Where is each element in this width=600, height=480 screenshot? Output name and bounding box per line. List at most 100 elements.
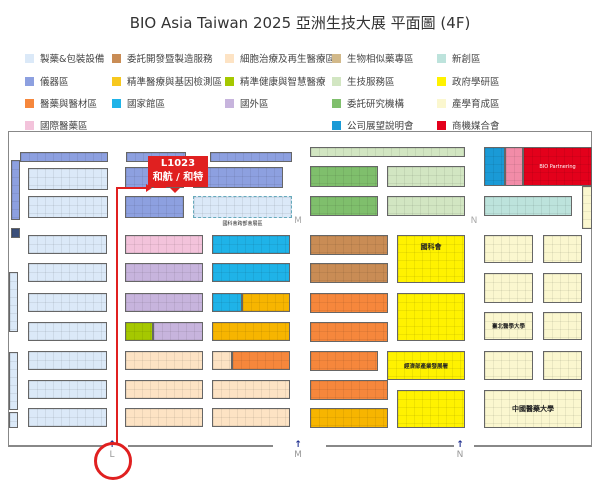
legend-label: 國外區 — [240, 99, 269, 110]
legend-label: 公司展望說明會 — [347, 121, 414, 132]
legend-label: 政府學研區 — [452, 77, 500, 88]
booth[interactable] — [484, 235, 533, 263]
legend-swatch — [112, 53, 121, 63]
booth[interactable] — [543, 235, 582, 263]
booth[interactable] — [210, 152, 292, 162]
booth[interactable] — [11, 160, 20, 220]
legend-swatch — [25, 76, 34, 86]
booth[interactable] — [387, 196, 465, 216]
booth[interactable] — [125, 351, 203, 370]
booth[interactable] — [28, 322, 107, 341]
booth[interactable] — [125, 235, 203, 254]
legend-label: 生技服務區 — [347, 77, 395, 88]
booth[interactable] — [310, 293, 388, 313]
booth[interactable] — [153, 322, 203, 341]
booth[interactable] — [9, 352, 18, 410]
booth[interactable] — [9, 412, 18, 428]
aisle-label-n: N — [470, 216, 478, 226]
booth[interactable] — [212, 322, 290, 341]
legend-swatch — [437, 53, 446, 63]
legend-label: 國家館區 — [127, 99, 166, 110]
booth[interactable] — [397, 293, 465, 341]
booth[interactable] — [212, 408, 290, 427]
route-line — [116, 187, 148, 189]
legend-swatch — [25, 98, 34, 108]
booth[interactable] — [543, 351, 582, 380]
booth[interactable] — [28, 351, 107, 370]
booth[interactable] — [125, 380, 203, 399]
booth[interactable] — [193, 167, 283, 188]
booth[interactable] — [484, 147, 505, 186]
booth[interactable] — [484, 273, 533, 303]
booth[interactable] — [232, 351, 290, 370]
booth[interactable] — [212, 380, 290, 399]
booth[interactable] — [125, 408, 203, 427]
booth[interactable] — [387, 166, 465, 187]
booth-partnering[interactable]: BIO Partnering — [523, 147, 592, 186]
legend-swatch — [25, 120, 34, 130]
booth[interactable] — [28, 293, 107, 312]
booth[interactable] — [125, 322, 153, 341]
booth[interactable] — [484, 351, 533, 380]
booth[interactable] — [310, 147, 465, 157]
booth[interactable] — [242, 293, 290, 312]
booth[interactable] — [212, 293, 242, 312]
entrance-highlight-circle — [94, 442, 132, 480]
legend-label: 新創區 — [452, 54, 481, 65]
booth[interactable] — [28, 168, 108, 190]
legend-label: 精準醫療與基因檢測區 — [127, 77, 223, 88]
booth[interactable] — [310, 263, 388, 283]
booth[interactable] — [125, 293, 203, 312]
booth[interactable] — [484, 196, 572, 216]
legend-item: 生物相似藥專區 — [332, 51, 414, 65]
booth[interactable] — [543, 312, 582, 340]
legend-item: 細胞治療及再生醫療區 — [225, 51, 335, 65]
legend-item: 國家館區 — [112, 96, 165, 110]
wall — [474, 445, 592, 447]
entrance-marker-m: ↑M — [294, 440, 302, 460]
legend-item: 製藥&包裝設備 — [25, 51, 104, 65]
booth[interactable] — [28, 408, 107, 427]
legend-item: 新創區 — [437, 51, 481, 65]
booth[interactable] — [310, 380, 388, 400]
booth-nstc[interactable]: 國科會 — [397, 235, 465, 283]
booth[interactable] — [125, 196, 184, 218]
booth[interactable] — [20, 152, 108, 162]
marker-label: N — [456, 450, 464, 460]
legend-label: 製藥&包裝設備 — [40, 54, 105, 65]
booth[interactable] — [582, 186, 592, 229]
booth[interactable] — [310, 408, 388, 428]
booth-cmu[interactable]: 中國醫藥大學 — [484, 390, 582, 428]
booth[interactable] — [505, 147, 523, 186]
booth[interactable] — [11, 228, 20, 238]
booth[interactable] — [28, 380, 107, 399]
booth-tmu[interactable]: 臺北醫學大學 — [484, 312, 533, 340]
booth[interactable] — [310, 196, 378, 216]
booth[interactable] — [310, 235, 388, 255]
booth[interactable] — [212, 235, 290, 254]
legend-label: 精準健康與智慧醫療 — [240, 77, 326, 88]
booth[interactable] — [9, 272, 18, 332]
booth[interactable] — [543, 273, 582, 303]
booth[interactable] — [397, 390, 465, 428]
legend-label: 委託研究機構 — [347, 99, 405, 110]
booth[interactable] — [28, 263, 107, 282]
legend-label: 國際醫藥區 — [40, 121, 88, 132]
booth[interactable] — [28, 235, 107, 254]
booth[interactable] — [125, 263, 203, 282]
legend-swatch — [437, 76, 446, 86]
legend-swatch — [225, 76, 234, 86]
booth[interactable] — [212, 263, 290, 282]
wall — [326, 445, 454, 447]
booth[interactable] — [28, 196, 108, 218]
booth[interactable] — [310, 351, 378, 371]
booth[interactable] — [310, 322, 388, 342]
aisle-label-m: M — [294, 216, 302, 226]
legend-label: 產學育成區 — [452, 99, 500, 110]
legend-swatch — [332, 76, 341, 86]
booth-moea[interactable]: 經濟部產業發展署 — [387, 351, 465, 380]
booth[interactable] — [310, 166, 378, 187]
booth[interactable] — [212, 351, 232, 370]
wall — [128, 445, 273, 447]
booth[interactable] — [193, 196, 292, 218]
